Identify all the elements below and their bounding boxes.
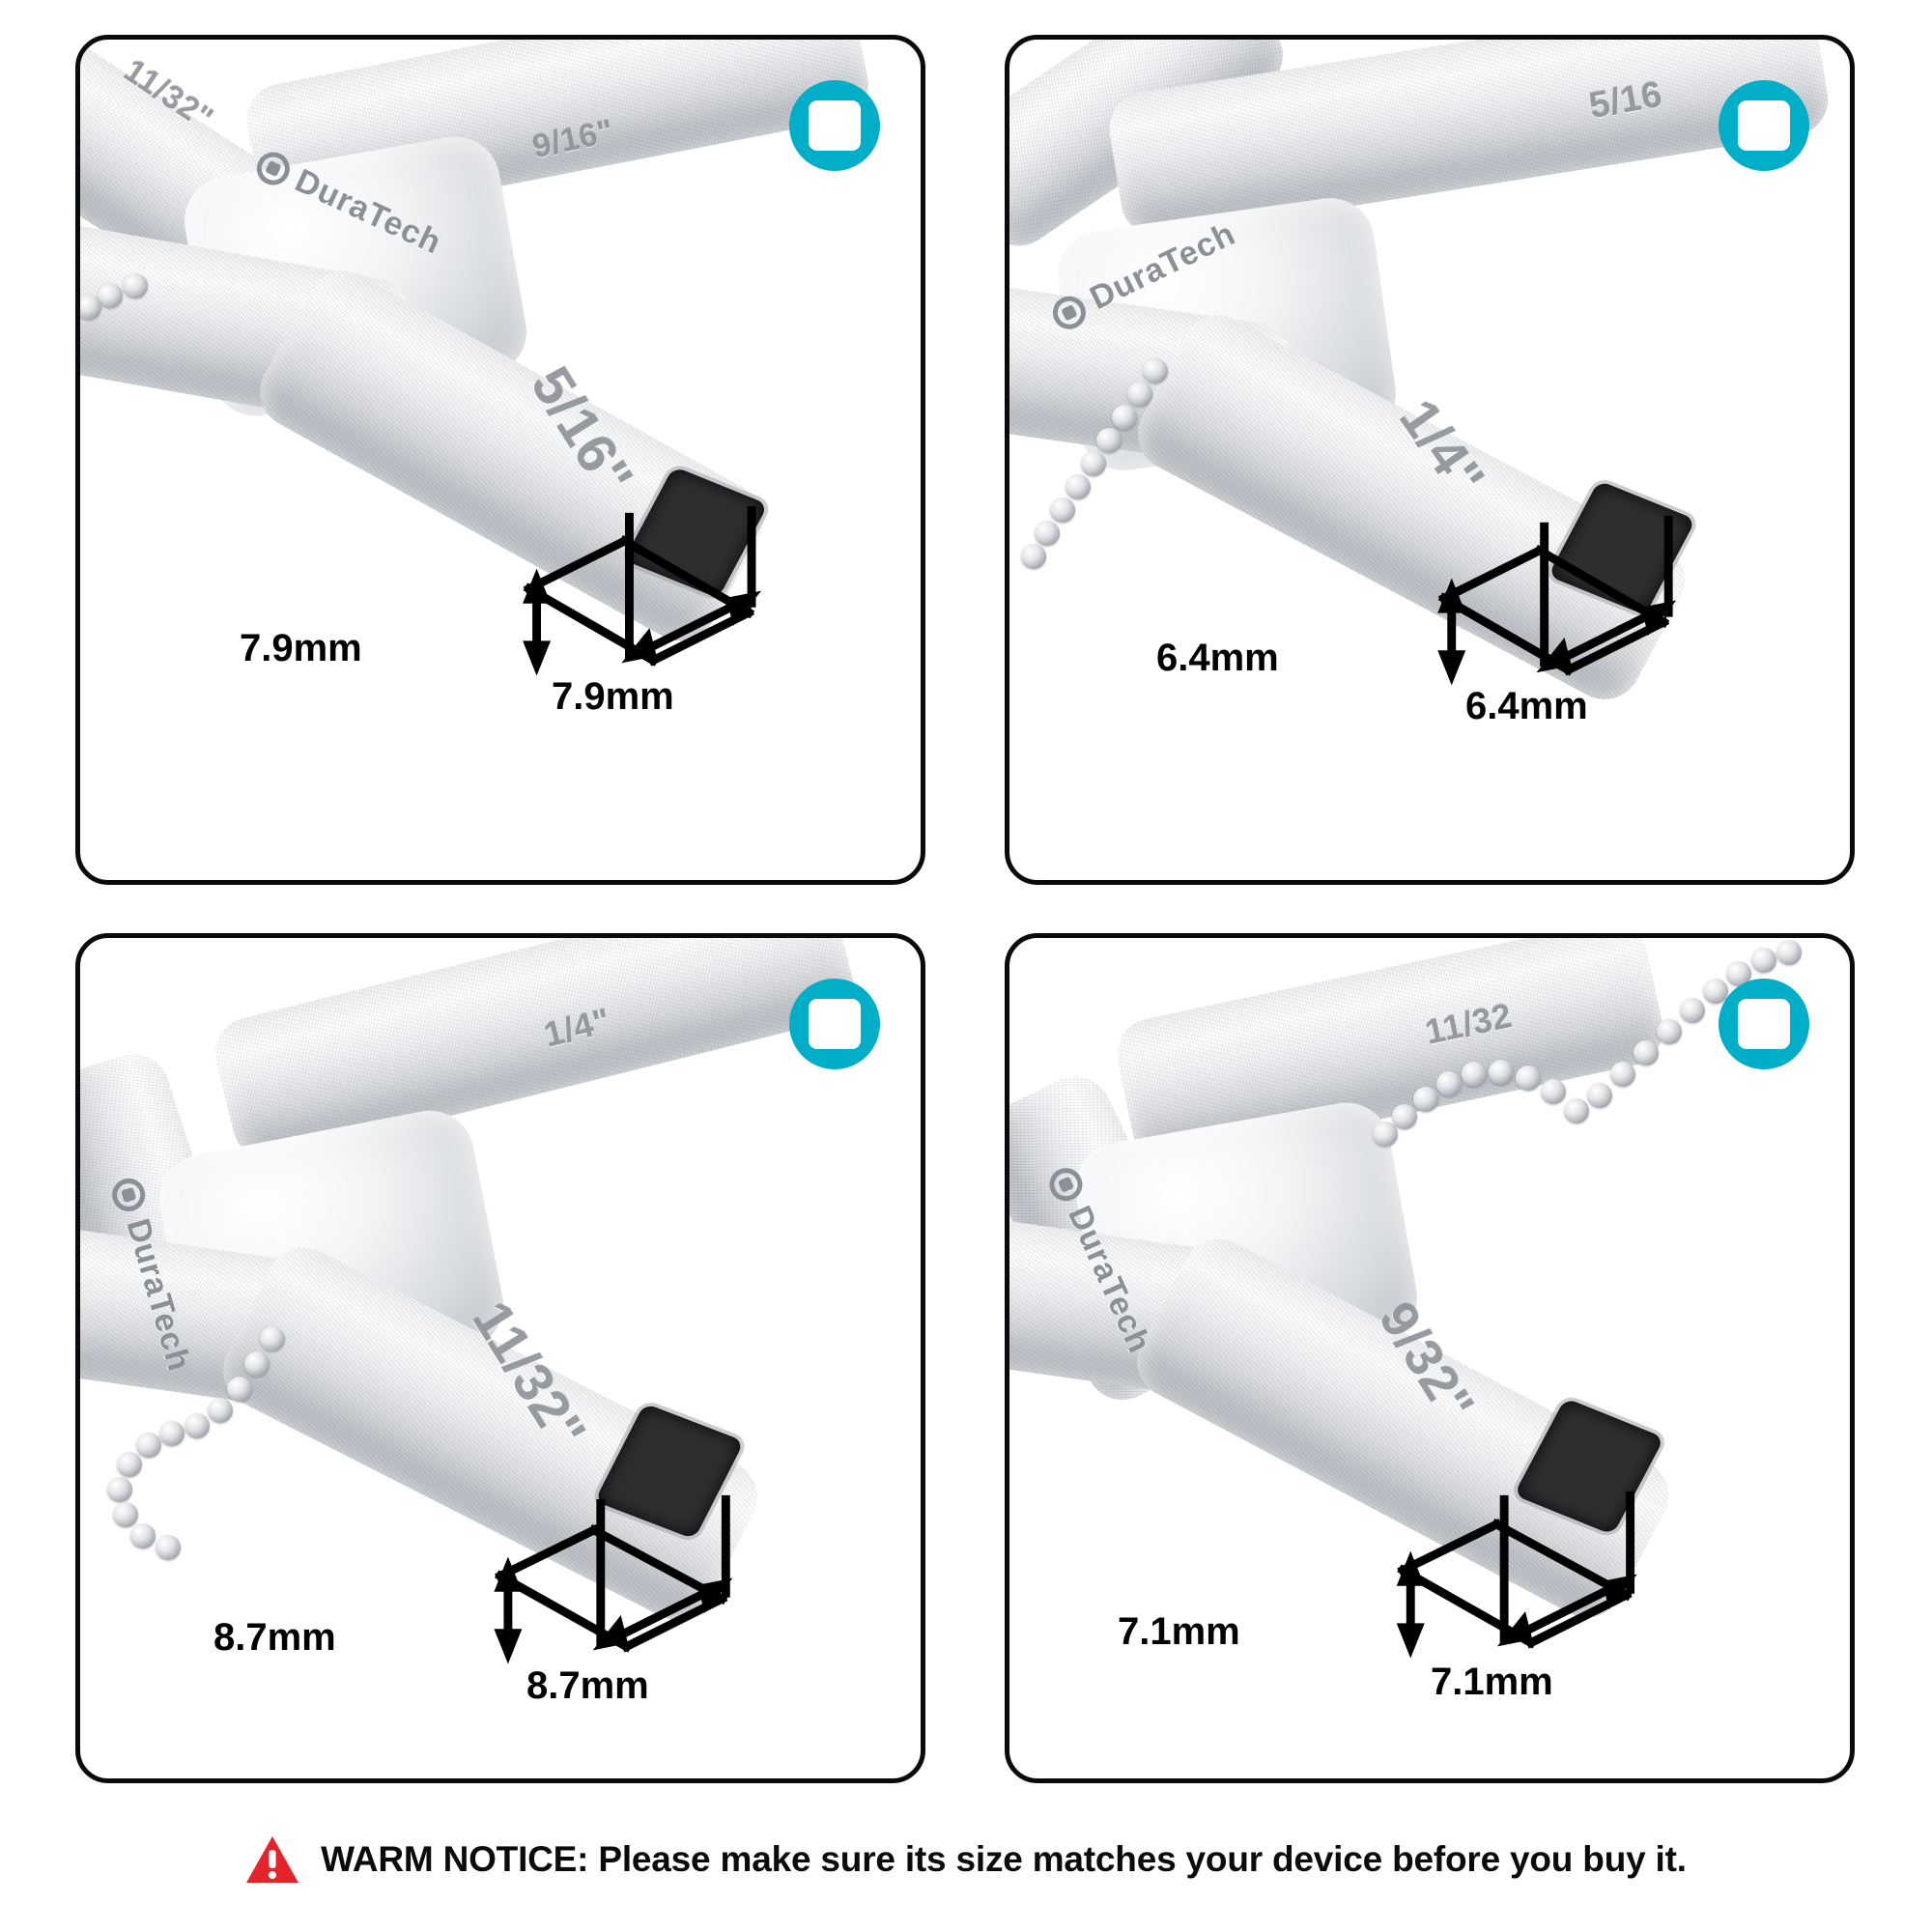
dimension-horizontal-2: 6.4mm (1465, 685, 1588, 727)
target-circle-icon (108, 1174, 150, 1215)
square-socket-icon (1719, 979, 1809, 1069)
square-socket-icon (789, 80, 880, 171)
dimension-vertical-3: 8.7mm (213, 1616, 336, 1659)
tool-photo-4: 11/32 9/32" DuraTech (1009, 938, 1850, 1778)
square-socket-icon-inner (1738, 999, 1790, 1049)
square-socket-icon (789, 979, 880, 1069)
dimension-horizontal-1: 7.9mm (552, 675, 674, 718)
dimension-vertical-1: 7.9mm (240, 627, 362, 669)
tool-arm-upper-right (207, 938, 862, 1168)
product-panel-3[interactable]: 1/4" 11/32" DuraTech (75, 933, 925, 1783)
dimension-horizontal-3: 8.7mm (526, 1664, 649, 1707)
square-socket-icon-inner (1738, 100, 1790, 151)
dimension-vertical-4: 7.1mm (1118, 1610, 1240, 1653)
square-socket-icon (1719, 80, 1809, 171)
ball-chain (80, 268, 206, 326)
tool-photo-3: 1/4" 11/32" DuraTech (80, 938, 921, 1778)
panel-grid: 11/32" 9/16" 5/16" DuraTech (75, 35, 1862, 1783)
product-panel-2[interactable]: 5/16 1/4" DuraTech (1005, 35, 1855, 885)
tool-photo-1: 11/32" 9/16" 5/16" DuraTech (80, 40, 921, 880)
dimension-horizontal-4: 7.1mm (1431, 1661, 1553, 1703)
dimension-vertical-2: 6.4mm (1156, 637, 1279, 679)
product-panel-4[interactable]: 11/32 9/32" DuraTech (1005, 933, 1855, 1783)
ball-chain (99, 1324, 312, 1585)
product-panel-1[interactable]: 11/32" 9/16" 5/16" DuraTech (75, 35, 925, 885)
square-socket-icon-inner (809, 100, 861, 151)
warm-notice-bar: WARM NOTICE: Please make sure its size m… (0, 1816, 1932, 1903)
ball-chain (1367, 938, 1850, 1257)
square-socket-icon-inner (809, 999, 861, 1049)
ball-chain (1019, 358, 1193, 610)
warning-triangle-icon (246, 1836, 299, 1883)
tool-photo-2: 5/16 1/4" DuraTech (1009, 40, 1850, 880)
warm-notice-text: WARM NOTICE: Please make sure its size m… (321, 1839, 1687, 1879)
